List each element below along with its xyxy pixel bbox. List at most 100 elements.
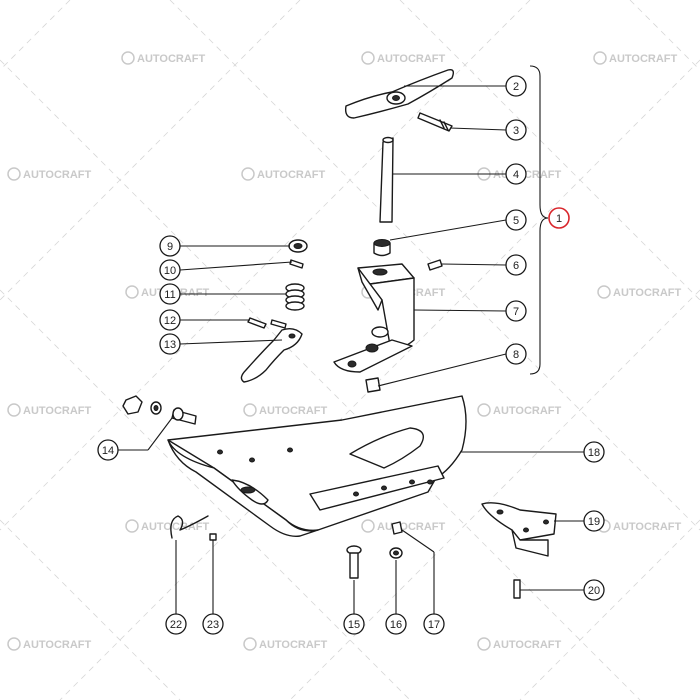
svg-text:14: 14 <box>102 445 114 457</box>
svg-text:AUTOCRAFT: AUTOCRAFT <box>493 639 562 651</box>
svg-text:22: 22 <box>170 619 182 631</box>
watermark: AUTOCRAFT <box>593 51 678 65</box>
part-shaft <box>379 136 394 223</box>
callout-9[interactable]: 9 <box>159 235 181 257</box>
svg-text:10: 10 <box>164 265 176 277</box>
part-pin-20 <box>513 579 521 599</box>
leader-lines <box>118 85 584 614</box>
svg-text:AUTOCRAFT: AUTOCRAFT <box>257 169 326 181</box>
svg-text:AUTOCRAFT: AUTOCRAFT <box>141 521 210 533</box>
svg-text:11: 11 <box>164 289 175 301</box>
svg-text:5: 5 <box>513 215 519 227</box>
svg-text:AUTOCRAFT: AUTOCRAFT <box>613 521 682 533</box>
callout-18[interactable]: 18 <box>583 441 605 463</box>
watermark: AUTOCRAFT <box>597 285 682 299</box>
svg-text:8: 8 <box>513 349 519 361</box>
parts <box>122 68 557 599</box>
callout-assembly-1[interactable]: 1 <box>548 207 570 229</box>
svg-text:9: 9 <box>167 241 173 253</box>
svg-text:AUTOCRAFT: AUTOCRAFT <box>377 53 446 65</box>
callout-13[interactable]: 13 <box>159 333 181 355</box>
part-pin-3 <box>417 112 453 132</box>
svg-text:23: 23 <box>207 619 219 631</box>
part-washer-16 <box>389 547 403 559</box>
callout-23[interactable]: 23 <box>202 613 224 635</box>
svg-text:AUTOCRAFT: AUTOCRAFT <box>493 169 562 181</box>
callout-3[interactable]: 3 <box>505 119 527 141</box>
svg-text:20: 20 <box>588 585 600 597</box>
part-pin-23 <box>209 533 217 541</box>
svg-text:13: 13 <box>164 339 176 351</box>
part-spring <box>285 283 305 311</box>
callout-5[interactable]: 5 <box>505 209 527 231</box>
watermark: AUTOCRAFT <box>361 51 446 65</box>
part-upper-lever <box>344 68 455 119</box>
svg-text:AUTOCRAFT: AUTOCRAFT <box>23 405 92 417</box>
svg-text:AUTOCRAFT: AUTOCRAFT <box>259 405 328 417</box>
svg-text:18: 18 <box>588 447 600 459</box>
svg-text:12: 12 <box>164 315 176 327</box>
svg-text:6: 6 <box>513 260 519 272</box>
watermark: AUTOCRAFT <box>597 519 682 533</box>
part-fasteners-14 <box>122 395 197 425</box>
watermark: AUTOCRAFT <box>7 637 92 651</box>
svg-text:AUTOCRAFT: AUTOCRAFT <box>259 639 328 651</box>
svg-text:4: 4 <box>513 169 519 181</box>
part-nut-8 <box>365 377 381 393</box>
callout-4[interactable]: 4 <box>505 163 527 185</box>
part-pin-10 <box>289 259 304 269</box>
watermarks: AUTOCRAFT AUTOCRAFT AUTOCRAFT AUTOCRAFT … <box>7 51 682 651</box>
svg-text:7: 7 <box>513 306 519 318</box>
callout-8[interactable]: 8 <box>505 343 527 365</box>
watermark: AUTOCRAFT <box>477 637 562 651</box>
part-screw-17 <box>391 521 403 535</box>
callout-12[interactable]: 12 <box>159 309 181 331</box>
watermark: AUTOCRAFT <box>121 51 206 65</box>
callout-17[interactable]: 17 <box>423 613 445 635</box>
watermark: AUTOCRAFT <box>7 167 92 181</box>
watermark: AUTOCRAFT <box>243 403 328 417</box>
part-setscrew-6 <box>427 259 443 271</box>
svg-text:AUTOCRAFT: AUTOCRAFT <box>137 53 206 65</box>
part-bushing-5 <box>373 239 391 257</box>
svg-text:17: 17 <box>428 619 440 631</box>
svg-text:2: 2 <box>513 81 519 93</box>
callout-16[interactable]: 16 <box>385 613 407 635</box>
svg-text:AUTOCRAFT: AUTOCRAFT <box>609 53 678 65</box>
watermark: AUTOCRAFT <box>241 167 326 181</box>
watermark: AUTOCRAFT <box>477 403 562 417</box>
callout-6[interactable]: 6 <box>505 254 527 276</box>
callout-20[interactable]: 20 <box>583 579 605 601</box>
svg-text:19: 19 <box>588 516 600 528</box>
callout-2[interactable]: 2 <box>505 75 527 97</box>
callout-14[interactable]: 14 <box>97 439 119 461</box>
svg-text:15: 15 <box>348 619 360 631</box>
callout-7[interactable]: 7 <box>505 300 527 322</box>
part-spring-clip <box>170 515 209 539</box>
part-washer-9 <box>288 239 308 253</box>
assembly-bracket <box>529 65 549 375</box>
part-pedal-lever <box>240 327 303 383</box>
svg-text:3: 3 <box>513 125 519 137</box>
part-bolt-15 <box>346 545 362 579</box>
callout-22[interactable]: 22 <box>165 613 187 635</box>
part-bracket <box>333 263 415 373</box>
part-main-plate <box>167 395 467 537</box>
svg-text:AUTOCRAFT: AUTOCRAFT <box>377 521 446 533</box>
callout-19[interactable]: 19 <box>583 510 605 532</box>
svg-text:AUTOCRAFT: AUTOCRAFT <box>23 639 92 651</box>
part-pin-12 <box>247 317 287 329</box>
callouts: 2 3 4 5 6 7 8 9 10 11 12 13 14 15 16 17 … <box>97 75 605 635</box>
part-small-bracket <box>481 502 557 557</box>
svg-text:AUTOCRAFT: AUTOCRAFT <box>23 169 92 181</box>
callout-11[interactable]: 11 <box>159 283 181 305</box>
callout-15[interactable]: 15 <box>343 613 365 635</box>
watermark: AUTOCRAFT <box>7 403 92 417</box>
callout-10[interactable]: 10 <box>159 259 181 281</box>
svg-text:1: 1 <box>556 213 562 225</box>
svg-text:AUTOCRAFT: AUTOCRAFT <box>613 287 682 299</box>
svg-text:AUTOCRAFT: AUTOCRAFT <box>493 405 562 417</box>
svg-text:16: 16 <box>390 619 402 631</box>
